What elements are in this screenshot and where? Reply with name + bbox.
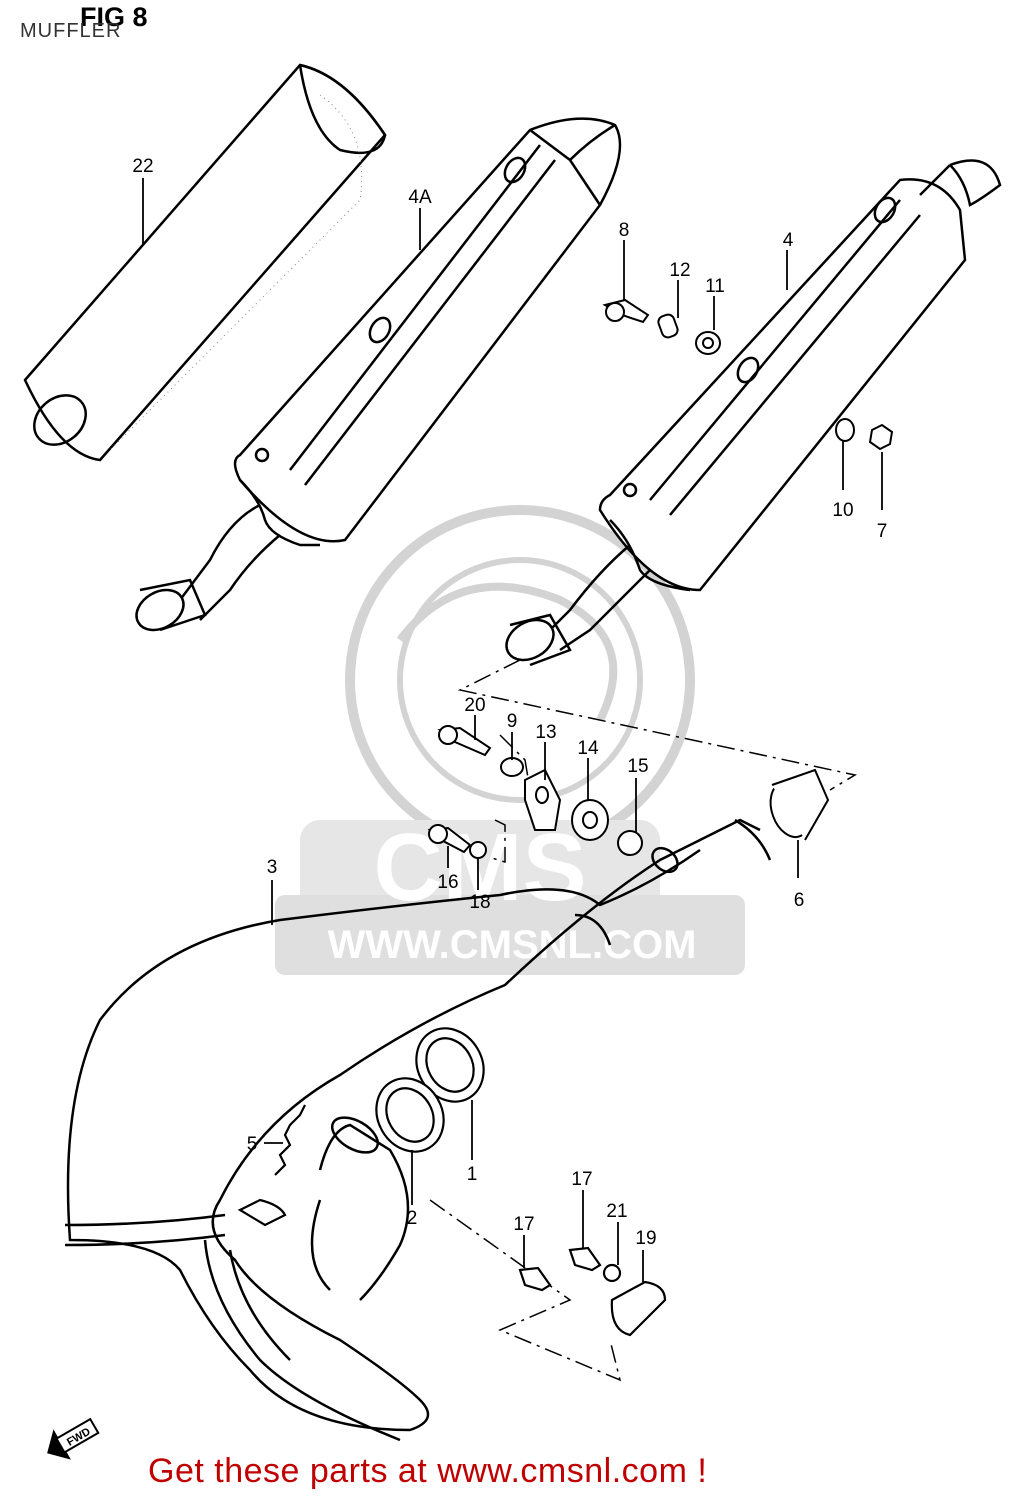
- watermark-url: WWW.CMSNL.COM: [328, 923, 697, 967]
- part-4a-muffler: [135, 117, 622, 632]
- part-22-heat-shield: [23, 63, 387, 462]
- callout-18: 18: [469, 892, 490, 913]
- callout-4: 4: [783, 230, 794, 251]
- callout-20: 20: [464, 695, 485, 716]
- callout-5: 5: [247, 1134, 258, 1155]
- callout-10: 10: [832, 500, 853, 521]
- hardware-lower: [237, 1027, 667, 1337]
- leader-lines: [142, 178, 883, 1282]
- callout-9: 9: [507, 711, 518, 732]
- callout-17b: 17: [571, 1169, 592, 1190]
- fwd-arrow-icon: FWD: [47, 1417, 100, 1460]
- hardware-middle: [427, 725, 830, 859]
- callout-13: 13: [535, 722, 556, 743]
- callout-6: 6: [794, 890, 805, 911]
- get-parts-link[interactable]: Get these parts at www.cmsnl.com !: [148, 1452, 708, 1490]
- callout-17a: 17: [513, 1214, 534, 1235]
- hardware-upper: [602, 298, 894, 451]
- callout-16: 16: [437, 872, 458, 893]
- callout-12: 12: [669, 260, 690, 281]
- watermark-logo-text: CMS: [373, 814, 586, 921]
- callout-4a: 4A: [408, 187, 432, 208]
- callout-1: 1: [467, 1164, 478, 1185]
- callout-21: 21: [606, 1201, 627, 1222]
- callout-22: 22: [132, 156, 153, 177]
- callout-14: 14: [577, 738, 599, 759]
- figure-subtitle: MUFFLER: [20, 20, 122, 42]
- callout-7: 7: [877, 521, 888, 542]
- callout-3: 3: [267, 857, 278, 878]
- callout-19: 19: [635, 1228, 656, 1249]
- part-3-exhaust-pipe: [64, 818, 772, 1442]
- callout-15: 15: [627, 756, 648, 777]
- part-4-muffler: [505, 159, 1002, 667]
- callout-2: 2: [407, 1208, 418, 1229]
- callout-11: 11: [705, 276, 725, 297]
- figure-title: FIG 8: [80, 2, 148, 32]
- callout-labels: 22 4A 8 12 11 4 10 7 20 9 13 14 15 16 18…: [132, 156, 887, 1249]
- callout-8: 8: [619, 220, 630, 241]
